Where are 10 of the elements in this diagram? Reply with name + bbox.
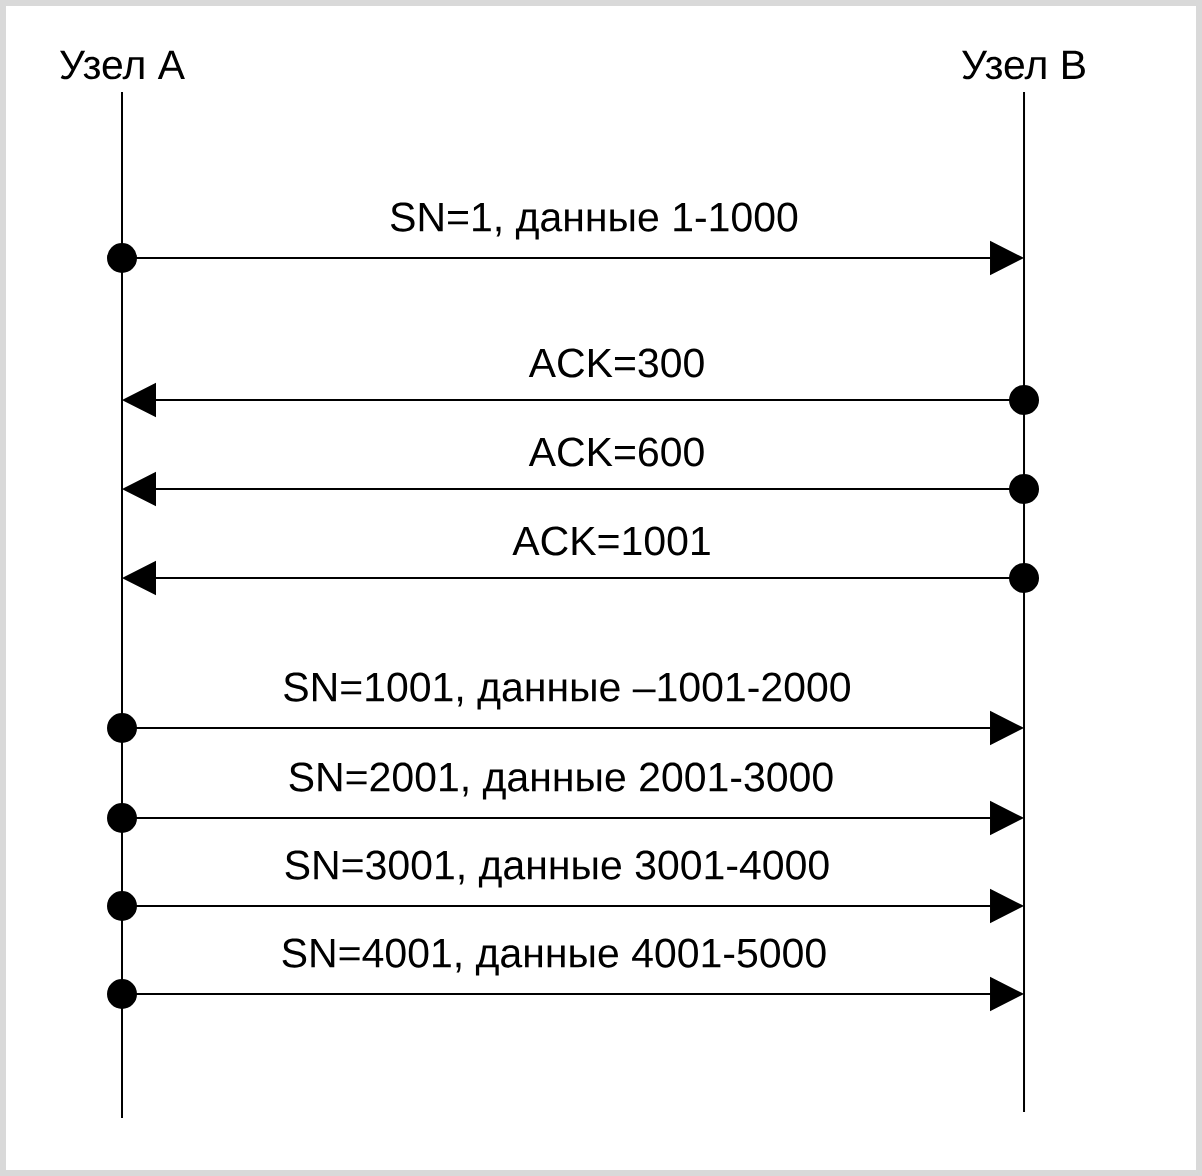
lifeline-header: Узел B [962,50,1085,80]
lifeline-header: Узел A [60,50,185,80]
edge-label: SN=4001, данные 4001-5000 [278,936,830,978]
edge-label: SN=1001, данные –1001-2000 [280,670,854,712]
edge-label: SN=3001, данные 3001-4000 [281,848,833,890]
edge-label: ACK=600 [526,435,708,469]
edge-label: SN=2001, данные 2001-3000 [285,760,837,802]
edge-label: SN=1, данные 1-1000 [387,200,801,242]
edge-label: ACK=1001 [510,524,714,558]
edge-label: ACK=300 [526,346,708,380]
